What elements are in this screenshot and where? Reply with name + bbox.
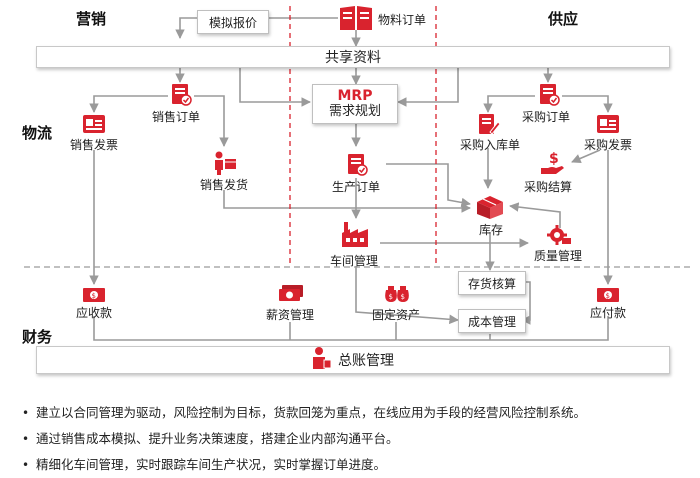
mrp-box[interactable]: MRP 需求规划 — [312, 84, 398, 124]
purchase-receipt-label: 采购入库单 — [460, 138, 521, 152]
material-order-label: 物料订单 — [378, 13, 427, 27]
shared-data-label: 共享资料 — [325, 50, 381, 66]
workshop-label: 车间管理 — [330, 254, 379, 268]
bullet-text: 建立以合同管理为驱动，风险控制为目标，货款回笼为重点，在线应用为手段的经营风险控… — [36, 405, 587, 420]
person-delivery-icon — [212, 150, 238, 180]
payable-label: 应付款 — [590, 306, 627, 320]
sales-delivery-label: 销售发货 — [200, 178, 249, 192]
factory-icon — [340, 220, 370, 252]
quality-gear-icon — [546, 224, 572, 252]
inventory-label: 库存 — [479, 223, 504, 237]
bullet-item: •建立以合同管理为驱动，风险控制为目标，货款回笼为重点，在线应用为手段的经营风险… — [22, 405, 587, 420]
payroll-label: 薪资管理 — [266, 308, 315, 322]
cash-icon: $ — [82, 286, 106, 308]
ledger-bar[interactable]: 总账管理 — [36, 346, 670, 374]
section-logistics: 物流 — [22, 124, 53, 142]
bullet-item: •精细化车间管理，实时跟踪车间生产状况，实时掌握订单进度。 — [22, 457, 387, 472]
section-marketing: 营销 — [76, 10, 107, 28]
section-finance: 财务 — [22, 328, 53, 346]
sales-invoice-label: 销售发票 — [70, 138, 119, 152]
hand-money-icon: $ — [540, 150, 566, 180]
book-icon — [338, 4, 374, 36]
ledger-label: 总账管理 — [338, 353, 394, 369]
bullet-item: •通过销售成本模拟、提升业务决策速度，搭建企业内部沟通平台。 — [22, 431, 399, 446]
section-supply: 供应 — [548, 10, 579, 28]
svg-text:$: $ — [549, 151, 559, 167]
sales-order-label: 销售订单 — [152, 110, 201, 124]
quote-sim-box[interactable]: 模拟报价 — [197, 10, 269, 34]
svg-text:$: $ — [606, 292, 610, 300]
quality-label: 质量管理 — [534, 249, 583, 263]
cash-stack-icon — [278, 284, 304, 308]
quote-sim-label: 模拟报价 — [208, 15, 257, 30]
document-check-icon — [346, 152, 368, 180]
svg-text:$: $ — [389, 293, 393, 301]
cost-mgmt-box[interactable]: 成本管理 — [458, 309, 526, 333]
receivable-label: 应收款 — [76, 306, 113, 320]
invoice-icon — [596, 112, 620, 140]
document-check-icon — [538, 82, 560, 110]
svg-text:$: $ — [92, 292, 96, 300]
production-order-label: 生产订单 — [332, 180, 381, 194]
document-edit-icon — [476, 112, 501, 140]
fixed-assets-label: 固定资产 — [372, 308, 421, 322]
purchase-settle-label: 采购结算 — [524, 180, 573, 194]
cost-mgmt-label: 成本管理 — [467, 314, 516, 329]
purchase-invoice-label: 采购发票 — [584, 138, 633, 152]
person-money-icon — [312, 346, 332, 374]
mrp-subtitle: 需求规划 — [328, 104, 381, 119]
bullet-text: 通过销售成本模拟、提升业务决策速度，搭建企业内部沟通平台。 — [36, 431, 399, 446]
invoice-icon — [82, 112, 106, 140]
inv-accounting-box[interactable]: 存货核算 — [458, 271, 526, 295]
purchase-order-label: 采购订单 — [522, 110, 571, 124]
inv-accounting-label: 存货核算 — [467, 276, 516, 291]
mrp-title: MRP — [337, 88, 373, 104]
boxes-icon — [474, 192, 506, 224]
money-bags-icon: $$ — [382, 282, 412, 308]
feature-bullets: •建立以合同管理为驱动，风险控制为目标，货款回笼为重点，在线应用为手段的经营风险… — [22, 400, 692, 478]
svg-text:$: $ — [401, 293, 405, 301]
document-check-icon — [170, 82, 192, 110]
bullet-text: 精细化车间管理，实时跟踪车间生产状况，实时掌握订单进度。 — [36, 457, 387, 472]
shared-data-bar[interactable]: 共享资料 — [36, 46, 670, 68]
cash-icon: $ — [596, 286, 620, 308]
